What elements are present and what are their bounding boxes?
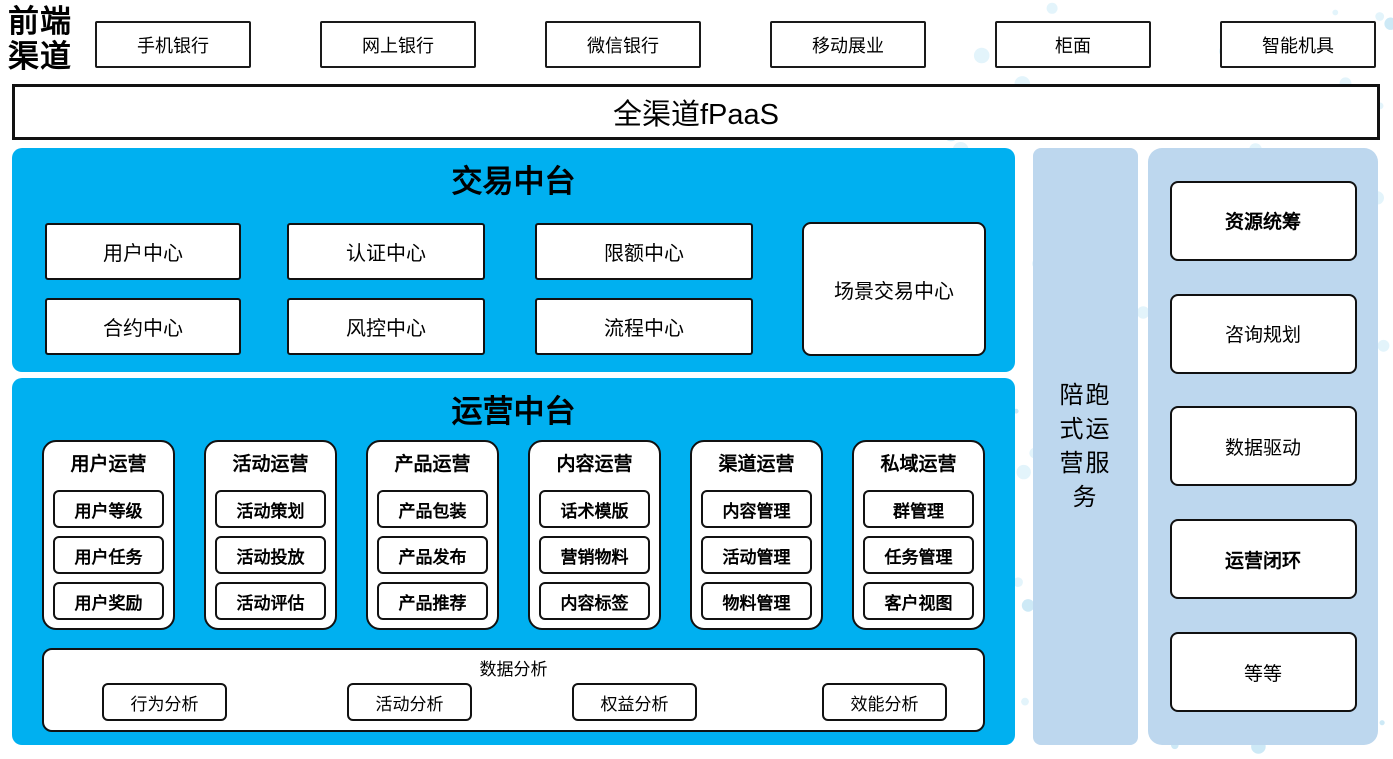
analysis-activity: 活动分析 — [347, 683, 472, 721]
right-panel-item-0: 资源统筹 — [1169, 180, 1357, 261]
data-analysis-strip: 数据分析 行为分析 活动分析 权益分析 效能分析 — [42, 648, 985, 732]
group-item: 产品发布 — [377, 536, 488, 574]
group-item: 客户视图 — [863, 582, 974, 620]
center-user: 用户中心 — [45, 223, 241, 280]
group-item: 活动评估 — [215, 582, 326, 620]
analysis-benefit: 权益分析 — [572, 683, 697, 721]
operations-platform-block: 运营中台 用户运营 用户等级 用户任务 用户奖励 活动运营 活动策划 活动投放 … — [12, 378, 1015, 745]
center-scene-trade: 场景交易中心 — [802, 222, 986, 356]
right-panel-item-4: 等等 — [1169, 632, 1357, 713]
group-activity-operation: 活动运营 活动策划 活动投放 活动评估 — [204, 440, 337, 630]
group-user-operation: 用户运营 用户等级 用户任务 用户奖励 — [42, 440, 175, 630]
service-panel: 资源统筹 咨询规划 数据驱动 运营闭环 等等 — [1148, 148, 1378, 745]
center-limit: 限额中心 — [535, 223, 753, 280]
group-title: 内容运营 — [556, 454, 633, 475]
coaching-operation-service-bar: 陪跑式运营服务 — [1033, 148, 1138, 745]
group-title: 产品运营 — [394, 454, 471, 475]
channel-online-banking: 网上银行 — [320, 21, 476, 68]
group-item: 活动管理 — [701, 536, 812, 574]
frontend-channel-label: 前端渠道 — [8, 4, 72, 74]
group-item: 营销物料 — [539, 536, 650, 574]
group-channel-operation: 渠道运营 内容管理 活动管理 物料管理 — [690, 440, 823, 630]
group-item: 用户任务 — [53, 536, 164, 574]
right-panel-item-3: 运营闭环 — [1169, 519, 1357, 600]
center-auth: 认证中心 — [287, 223, 485, 280]
channel-mobile-banking: 手机银行 — [95, 21, 251, 68]
group-item: 任务管理 — [863, 536, 974, 574]
trade-platform-title: 交易中台 — [451, 164, 576, 199]
operation-groups: 用户运营 用户等级 用户任务 用户奖励 活动运营 活动策划 活动投放 活动评估 … — [42, 440, 985, 630]
analysis-behavior: 行为分析 — [102, 683, 227, 721]
group-item: 内容标签 — [539, 582, 650, 620]
center-risk: 风控中心 — [287, 298, 485, 355]
group-title: 用户运营 — [70, 454, 147, 475]
group-item: 用户奖励 — [53, 582, 164, 620]
operations-platform-title: 运营中台 — [451, 394, 576, 429]
group-item: 产品包装 — [377, 490, 488, 528]
group-product-operation: 产品运营 产品包装 产品发布 产品推荐 — [366, 440, 499, 630]
trade-platform-block: 交易中台 用户中心 认证中心 限额中心 合约中心 风控中心 流程中心 场景交易中… — [12, 148, 1015, 372]
group-content-operation: 内容运营 话术模版 营销物料 内容标签 — [528, 440, 661, 630]
group-private-domain-operation: 私域运营 群管理 任务管理 客户视图 — [852, 440, 985, 630]
group-item: 活动策划 — [215, 490, 326, 528]
group-title: 活动运营 — [232, 454, 309, 475]
right-panel-item-1: 咨询规划 — [1169, 293, 1357, 374]
data-analysis-title: 数据分析 — [479, 660, 548, 679]
group-item: 话术模版 — [539, 490, 650, 528]
group-item: 产品推荐 — [377, 582, 488, 620]
right-panel-item-2: 数据驱动 — [1169, 406, 1357, 487]
group-item: 群管理 — [863, 490, 974, 528]
group-item: 内容管理 — [701, 490, 812, 528]
channel-counter: 柜面 — [995, 21, 1151, 68]
omni-channel-fpaas-bar: 全渠道fPaaS — [12, 84, 1380, 140]
center-process: 流程中心 — [535, 298, 753, 355]
group-title: 私域运营 — [880, 454, 957, 475]
channel-mobile-sales: 移动展业 — [770, 21, 926, 68]
group-item: 活动投放 — [215, 536, 326, 574]
channel-wechat-banking: 微信银行 — [545, 21, 701, 68]
group-item: 用户等级 — [53, 490, 164, 528]
center-contract: 合约中心 — [45, 298, 241, 355]
channel-smart-machines: 智能机具 — [1220, 21, 1376, 68]
group-title: 渠道运营 — [718, 454, 795, 475]
coaching-operation-service-label: 陪跑式运营服务 — [1059, 381, 1112, 511]
analysis-efficiency: 效能分析 — [822, 683, 947, 721]
channel-row: 手机银行 网上银行 微信银行 移动展业 柜面 智能机具 — [95, 21, 1376, 68]
group-item: 物料管理 — [701, 582, 812, 620]
